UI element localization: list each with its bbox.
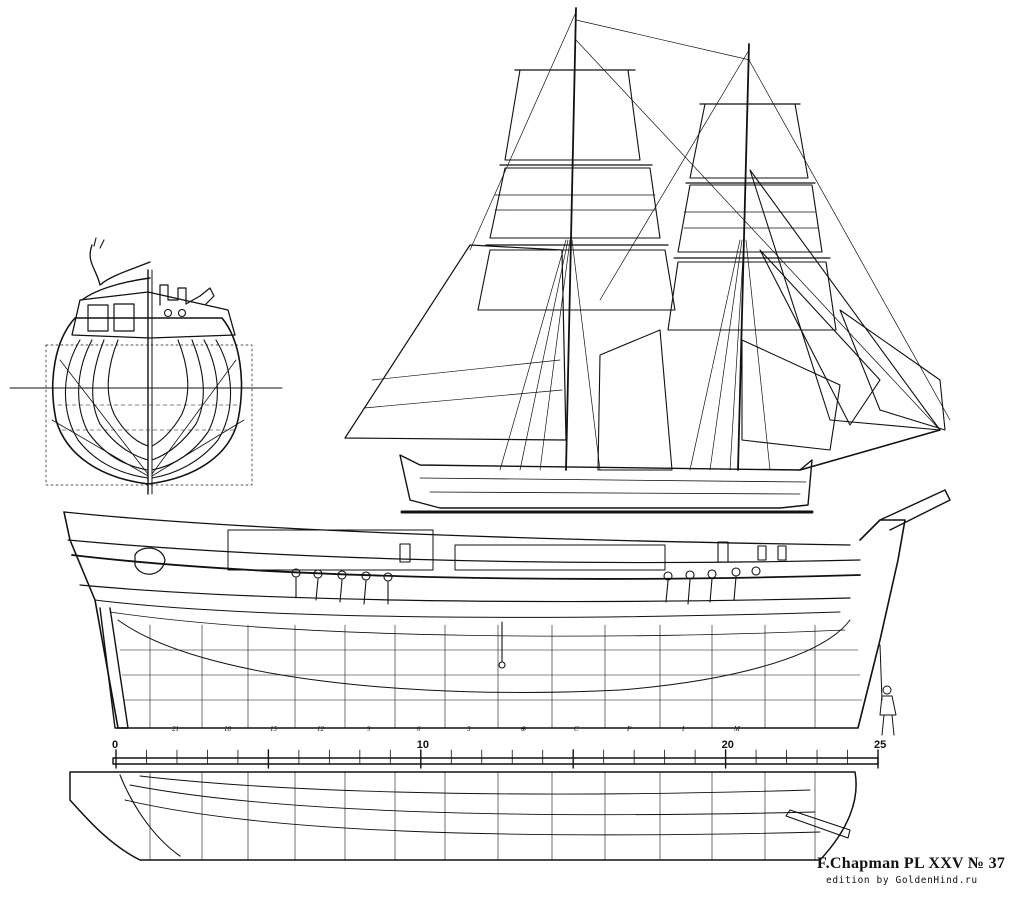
scale-label: 25 [874,739,887,751]
station-mark: ⊕ [520,725,526,733]
scale-ticks [115,749,879,769]
body-plan [9,237,283,495]
sail-plan [344,7,951,514]
human-figure [879,644,897,736]
scale-label: 20 [721,739,734,751]
station-mark: M [734,725,740,733]
station-mark: 12 [317,725,324,733]
station-mark: 6 [417,725,421,733]
sheer-plan [63,489,951,729]
scale-bar [112,749,879,769]
plate-title: F.Chapman PL XXV № 37 [817,855,1006,872]
edition-credit: edition by GoldenHind.ru [826,875,978,886]
station-mark: 3 [467,725,471,733]
station-mark: F [627,725,632,733]
scale-label: 0 [112,739,119,751]
station-mark: I [682,725,685,733]
station-mark: 9 [367,725,371,733]
half-breadth-plan [69,771,857,861]
station-mark: 18 [224,725,231,733]
station-mark: C [574,725,579,733]
scale-label: 10 [416,739,430,751]
station-mark: 15 [270,725,277,733]
station-mark: 21 [172,725,179,733]
